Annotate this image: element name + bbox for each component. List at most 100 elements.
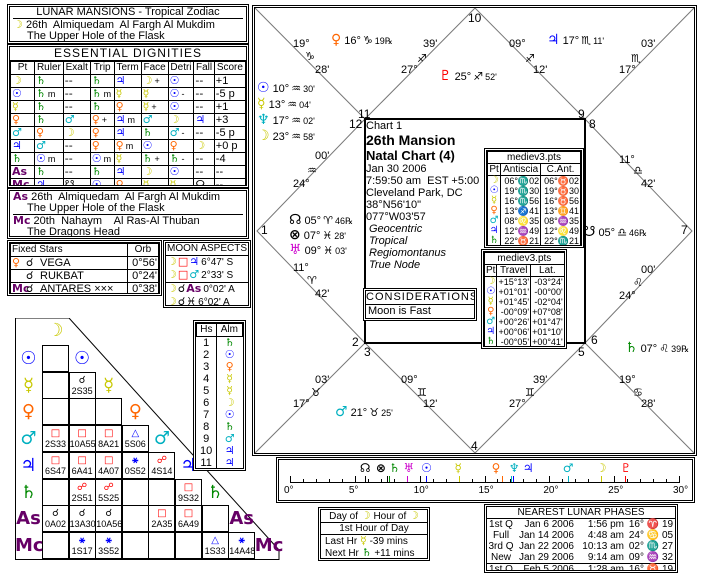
- ruler-planet-icon: ♇: [620, 461, 632, 475]
- aspect-icon: ☌: [177, 282, 186, 295]
- diagonal-point-icon: ☉: [74, 348, 91, 369]
- dignity-flag: m: [103, 154, 112, 164]
- aspect-cell: △1S33: [201, 531, 229, 559]
- ruler-marker: [512, 476, 514, 482]
- aspect-icon: □: [77, 454, 87, 466]
- almuten-icon: ♃: [224, 456, 235, 469]
- ruler-tick: [497, 479, 499, 483]
- aspect-cell: □6S47: [42, 451, 69, 479]
- ruler-planet-icon: ☉: [421, 461, 432, 475]
- house-number: 3: [364, 345, 371, 359]
- value-cell: -03°24': [530, 276, 564, 287]
- planet-position: ♅09°♓03': [289, 243, 347, 258]
- glyph-icon: ♂: [36, 139, 46, 152]
- ruler-tick-label: 10°: [413, 485, 429, 496]
- aspect-icon: ☍: [156, 454, 167, 466]
- dignity-cell: ♃: [113, 165, 142, 179]
- aspect-cell: [148, 478, 176, 506]
- point-cell: ♃: [487, 226, 502, 236]
- star-name: ANTARES ×××: [40, 283, 114, 295]
- table-row: ☽+15°13'-03°24': [484, 276, 564, 287]
- dignity-cell: ♄: [140, 126, 169, 140]
- value-cell: 08°♒35: [540, 216, 581, 226]
- ruler-tick: [653, 479, 655, 483]
- column-header: Score: [213, 61, 246, 75]
- dignity-cell: ☉: [140, 139, 169, 153]
- glyph-icon: ☿: [115, 152, 123, 165]
- ruler-tick-label: 15°: [478, 485, 494, 496]
- dignity-cell: ☋: [62, 178, 91, 185]
- chart-geocentric: Geocentric: [369, 223, 423, 235]
- table-title: mediev3.pts: [487, 151, 581, 164]
- dignity-cell: ♂: [34, 139, 64, 153]
- aspect-cell: □2A35: [148, 505, 176, 533]
- dignity-cell: ☽: [10, 74, 36, 88]
- planet-sign: ♎: [617, 226, 627, 239]
- almuten-icon: ☉: [224, 408, 235, 421]
- planetary-hours-panel: Day of ☽ Hour of ☽ 1st Hour of Day Last …: [318, 507, 430, 561]
- value-cell: 13°♐41: [500, 206, 542, 216]
- value-cell: -00°00': [530, 287, 564, 297]
- point-cell: ☽: [487, 175, 502, 186]
- dignity-cell: ☿: [140, 87, 169, 101]
- ruler-tick-label: 25°: [608, 485, 624, 496]
- planet-icon: ♂: [189, 268, 200, 281]
- planet-sign: ♐: [473, 70, 484, 83]
- planet-degree: 09°: [304, 245, 322, 257]
- planet-degree: 05°: [304, 215, 322, 227]
- aspect-cell: ☍4S14: [148, 451, 176, 479]
- glyph-icon: ♄: [36, 165, 46, 178]
- house-number: 6: [591, 333, 598, 347]
- moon-glyph: ☽: [13, 18, 23, 31]
- aspect-icon: □: [177, 255, 189, 268]
- aspect-orb: 6°47' S: [201, 257, 234, 268]
- dignity-cell: ♀: [89, 139, 115, 153]
- dignity-cell: ☽: [167, 113, 195, 127]
- sign-icon: ♉: [311, 386, 321, 399]
- planet-minutes: 46℞: [334, 216, 354, 226]
- planet-sign: ♏: [581, 34, 592, 47]
- planet-minutes: 03': [335, 246, 347, 256]
- almuten-icon: ♄: [224, 420, 235, 433]
- point-cell: ♀: [487, 206, 502, 216]
- cusp-degree: 24°: [293, 178, 310, 190]
- dignity-flag: m: [103, 89, 112, 99]
- saturn-icon: ♄: [361, 546, 372, 559]
- dignity-cell: ♃: [193, 113, 215, 127]
- mansion-name: Almiquedam Al Fargh Al Mukdim: [52, 19, 215, 31]
- almuten-cell: ♄: [216, 337, 242, 350]
- mansion-number: 26th: [31, 191, 53, 203]
- planet-icon: ☽: [486, 276, 496, 287]
- ruler-tick: [627, 479, 629, 483]
- planet-icon: ♃: [486, 326, 496, 337]
- glyph-icon: ♀: [169, 139, 178, 152]
- ruler-tick: [484, 476, 486, 483]
- planet-icon: ♀: [331, 32, 342, 48]
- table-row: 11♃: [196, 456, 243, 469]
- column-header: Travel: [496, 264, 532, 277]
- ruler-planet-icon: ☿: [454, 461, 462, 475]
- planet-position: ♇25°♐52': [439, 69, 497, 84]
- glyph-icon: ♄: [36, 100, 46, 113]
- aspect-icon: ☌: [52, 508, 59, 520]
- house-number: 11: [358, 107, 371, 121]
- dignity-cell: ♀: [34, 126, 64, 140]
- phase-date: Jan 6 2006: [524, 519, 575, 530]
- dignity-cell: ♄: [34, 165, 64, 179]
- ruler-tick: [549, 476, 551, 483]
- glyph-icon: ☉: [142, 139, 153, 152]
- planet-sign: ♓: [323, 244, 334, 257]
- planet-sign: ♑: [362, 34, 373, 47]
- moon-icon: ☽: [167, 295, 177, 308]
- column-header: Ruler: [34, 61, 64, 75]
- table-row: 3♀: [196, 361, 243, 373]
- planet-icon: ♓: [186, 295, 197, 308]
